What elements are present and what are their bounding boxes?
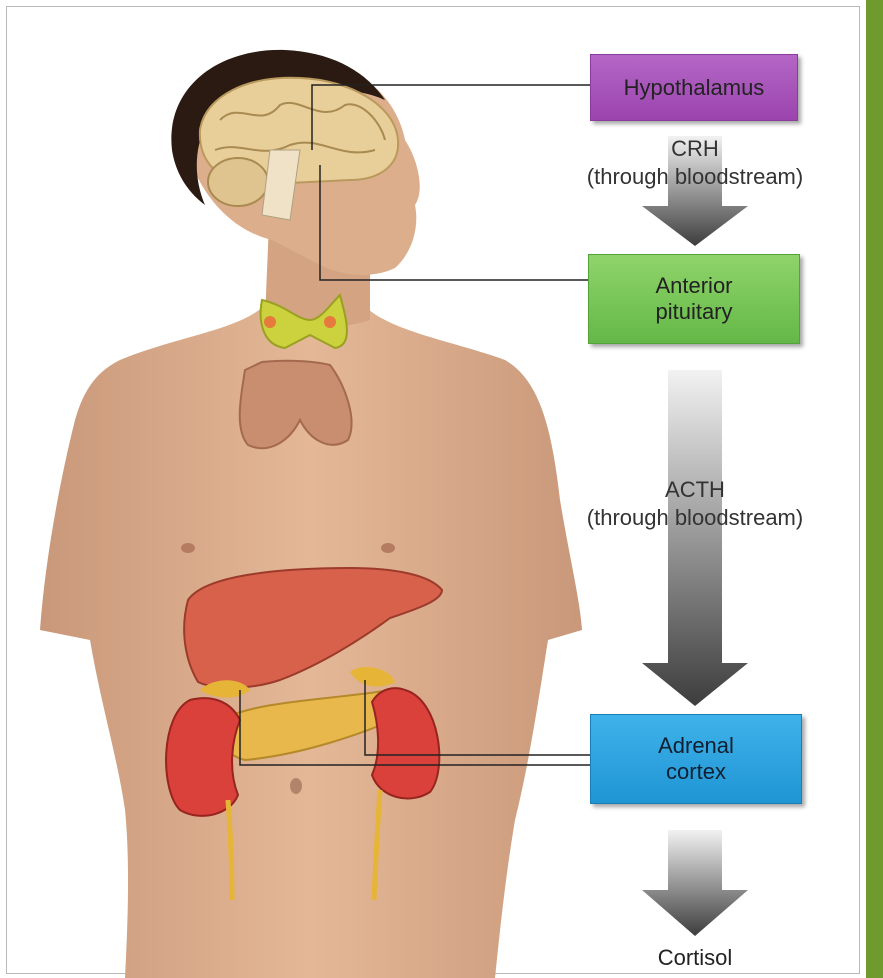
anterior-pituitary-box: Anterior pituitary xyxy=(588,254,800,344)
hypothalamus-label: Hypothalamus xyxy=(624,75,765,101)
cortisol-label: Cortisol xyxy=(610,944,780,972)
adrenal-cortex-box: Adrenal cortex xyxy=(590,714,802,804)
cerebellum xyxy=(208,158,268,206)
arrow-cortisol xyxy=(642,830,748,936)
arrow-acth xyxy=(642,370,748,706)
acth-label: ACTH (through bloodstream) xyxy=(540,476,850,532)
kidney-left xyxy=(166,698,240,816)
anterior-pituitary-label: Anterior pituitary xyxy=(655,273,732,325)
hypothalamus-box: Hypothalamus xyxy=(590,54,798,121)
crh-label: CRH (through bloodstream) xyxy=(540,135,850,191)
adrenal-cortex-label: Adrenal cortex xyxy=(658,733,734,785)
